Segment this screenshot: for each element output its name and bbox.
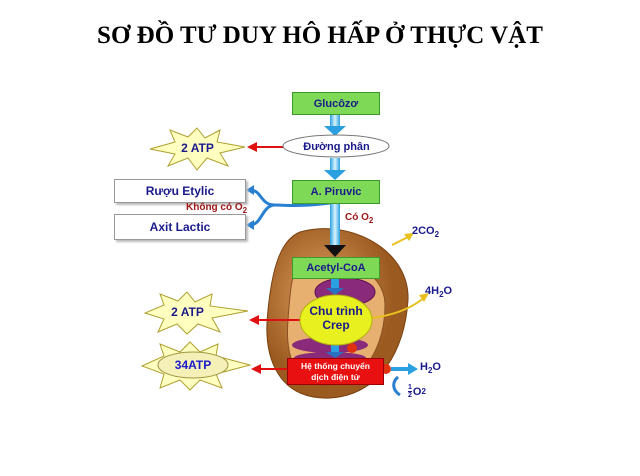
atp-starburst: [149, 127, 246, 171]
page-title: SƠ ĐỒ TƯ DUY HÔ HẤP Ở THỰC VẬT: [97, 22, 543, 49]
lactic-acid-box: Axit Lactic: [114, 214, 246, 240]
glycolysis-label: Đường phân: [303, 140, 370, 153]
pyruvic-box: A. Piruvic: [292, 180, 380, 204]
krebs-atp-label: 2 ATP: [171, 305, 204, 319]
acetyl-coa-box: Acetyl-CoA: [292, 257, 380, 279]
anaerobic-label: Không có O2: [186, 202, 248, 215]
co2-label: 2CO2: [412, 225, 440, 240]
electron-icon: [347, 343, 357, 353]
4h2o-label: 4H2O: [425, 285, 453, 300]
ethanol-box: Rượu Etylic: [114, 179, 246, 203]
etc-atp-label: 34ATP: [174, 358, 212, 372]
atp-starburst: [143, 291, 249, 335]
h2o-label: H2O: [420, 361, 441, 376]
aerobic-label: Có O2: [345, 212, 374, 225]
glucose-box: Glucôzơ: [292, 92, 380, 115]
glycolysis-atp-label: 2 ATP: [181, 141, 214, 155]
